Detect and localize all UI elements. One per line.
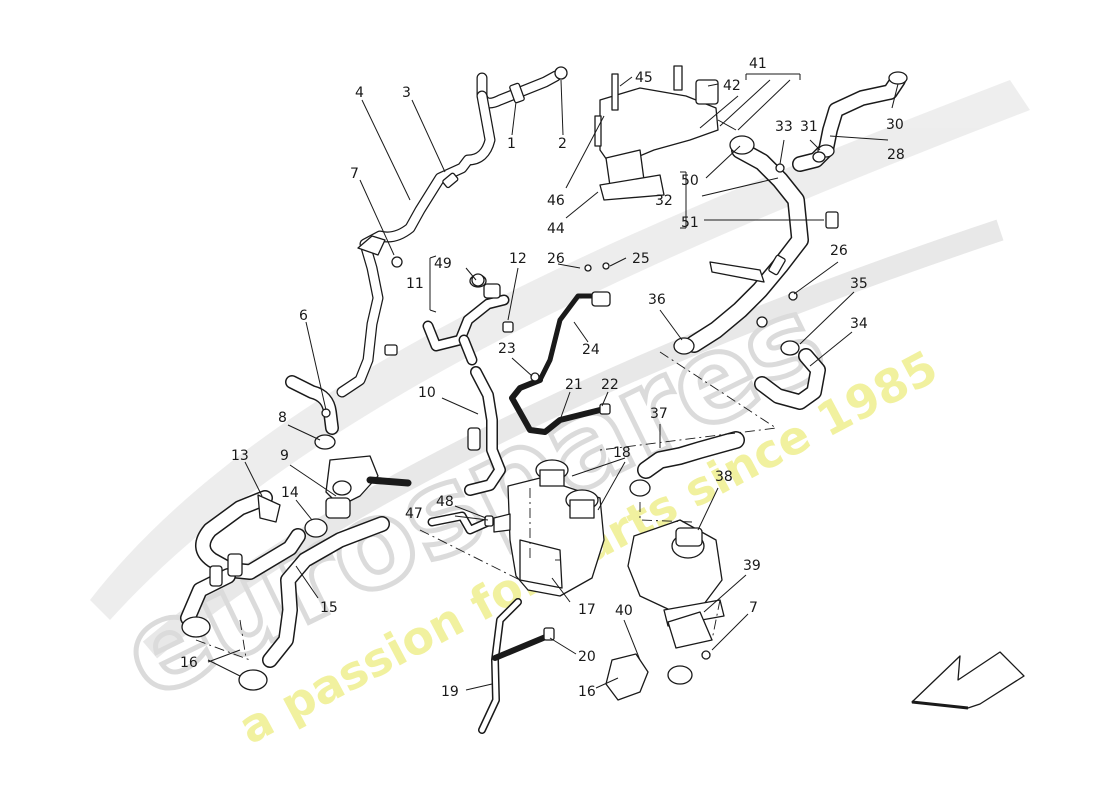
callout-25: 25 [632, 251, 650, 267]
callout-22: 22 [601, 377, 619, 393]
callout-36: 36 [648, 292, 666, 308]
callout-50: 50 [681, 173, 699, 189]
callout-28: 28 [887, 147, 905, 163]
callout-48: 48 [436, 494, 454, 510]
hose-10 [464, 366, 506, 496]
callout-39: 39 [743, 558, 761, 574]
callout-40: 40 [615, 603, 633, 619]
callout-8: 8 [278, 410, 287, 426]
callout-12: 12 [509, 251, 527, 267]
callout-21: 21 [565, 377, 583, 393]
callout-19: 19 [441, 684, 459, 700]
callout-20: 20 [578, 649, 596, 665]
hose-4 [336, 90, 496, 398]
hose-34 [673, 337, 826, 410]
assembly-lines [195, 351, 778, 661]
hose-1 [476, 66, 568, 109]
callout-17: 17 [578, 602, 596, 618]
callout-38: 38 [715, 469, 733, 485]
callout-44: 44 [547, 221, 565, 237]
callout-24: 24 [582, 342, 600, 358]
outlet-manifold [594, 65, 737, 201]
fasteners [391, 256, 798, 301]
callout-31: 31 [800, 119, 818, 135]
callout-18: 18 [613, 445, 631, 461]
callout-32: 32 [655, 193, 673, 209]
callout-4: 4 [355, 85, 364, 101]
hose-13-15 [180, 490, 390, 691]
callout-1: 1 [507, 136, 516, 152]
callout-51: 51 [681, 215, 699, 231]
callout-16b: 16 [578, 684, 596, 700]
tube-19 [478, 598, 555, 734]
callout-6: 6 [299, 308, 308, 324]
callout-13: 13 [231, 448, 249, 464]
leader-lines [207, 73, 899, 691]
callout-2: 2 [558, 136, 567, 152]
callout-46: 46 [547, 193, 565, 209]
callout-7b: 7 [749, 600, 758, 616]
callout-10: 10 [418, 385, 436, 401]
hose-6 [285, 375, 339, 450]
hose-47 [427, 511, 494, 535]
callout-37: 37 [650, 406, 668, 422]
callout-9: 9 [280, 448, 289, 464]
callout-7a: 7 [350, 166, 359, 182]
callout-45: 45 [635, 70, 653, 86]
expansion-tank [493, 459, 605, 597]
callout-16a: 16 [180, 655, 198, 671]
callout-3: 3 [402, 85, 411, 101]
callout-34: 34 [850, 316, 868, 332]
callout-47: 47 [405, 506, 423, 522]
callout-35: 35 [850, 276, 868, 292]
callout-42: 42 [723, 78, 741, 94]
callout-11: 11 [406, 276, 424, 292]
callout-41: 41 [749, 56, 767, 72]
water-pump [605, 519, 725, 701]
callout-26a: 26 [547, 251, 565, 267]
callout-26b: 26 [830, 243, 848, 259]
callout-49: 49 [434, 256, 452, 272]
hose-30 [792, 71, 908, 172]
hose-50 [685, 135, 839, 353]
callout-labels: 1 2 3 4 6 7 7 8 9 10 11 12 13 14 15 16 1… [180, 56, 905, 700]
thermostat-housing [304, 455, 412, 538]
direction-arrow-icon [911, 651, 1025, 710]
callout-33: 33 [775, 119, 793, 135]
callout-14: 14 [281, 485, 299, 501]
callout-23: 23 [498, 341, 516, 357]
callout-30: 30 [886, 117, 904, 133]
callout-15: 15 [320, 600, 338, 616]
hose-37 [629, 431, 745, 497]
